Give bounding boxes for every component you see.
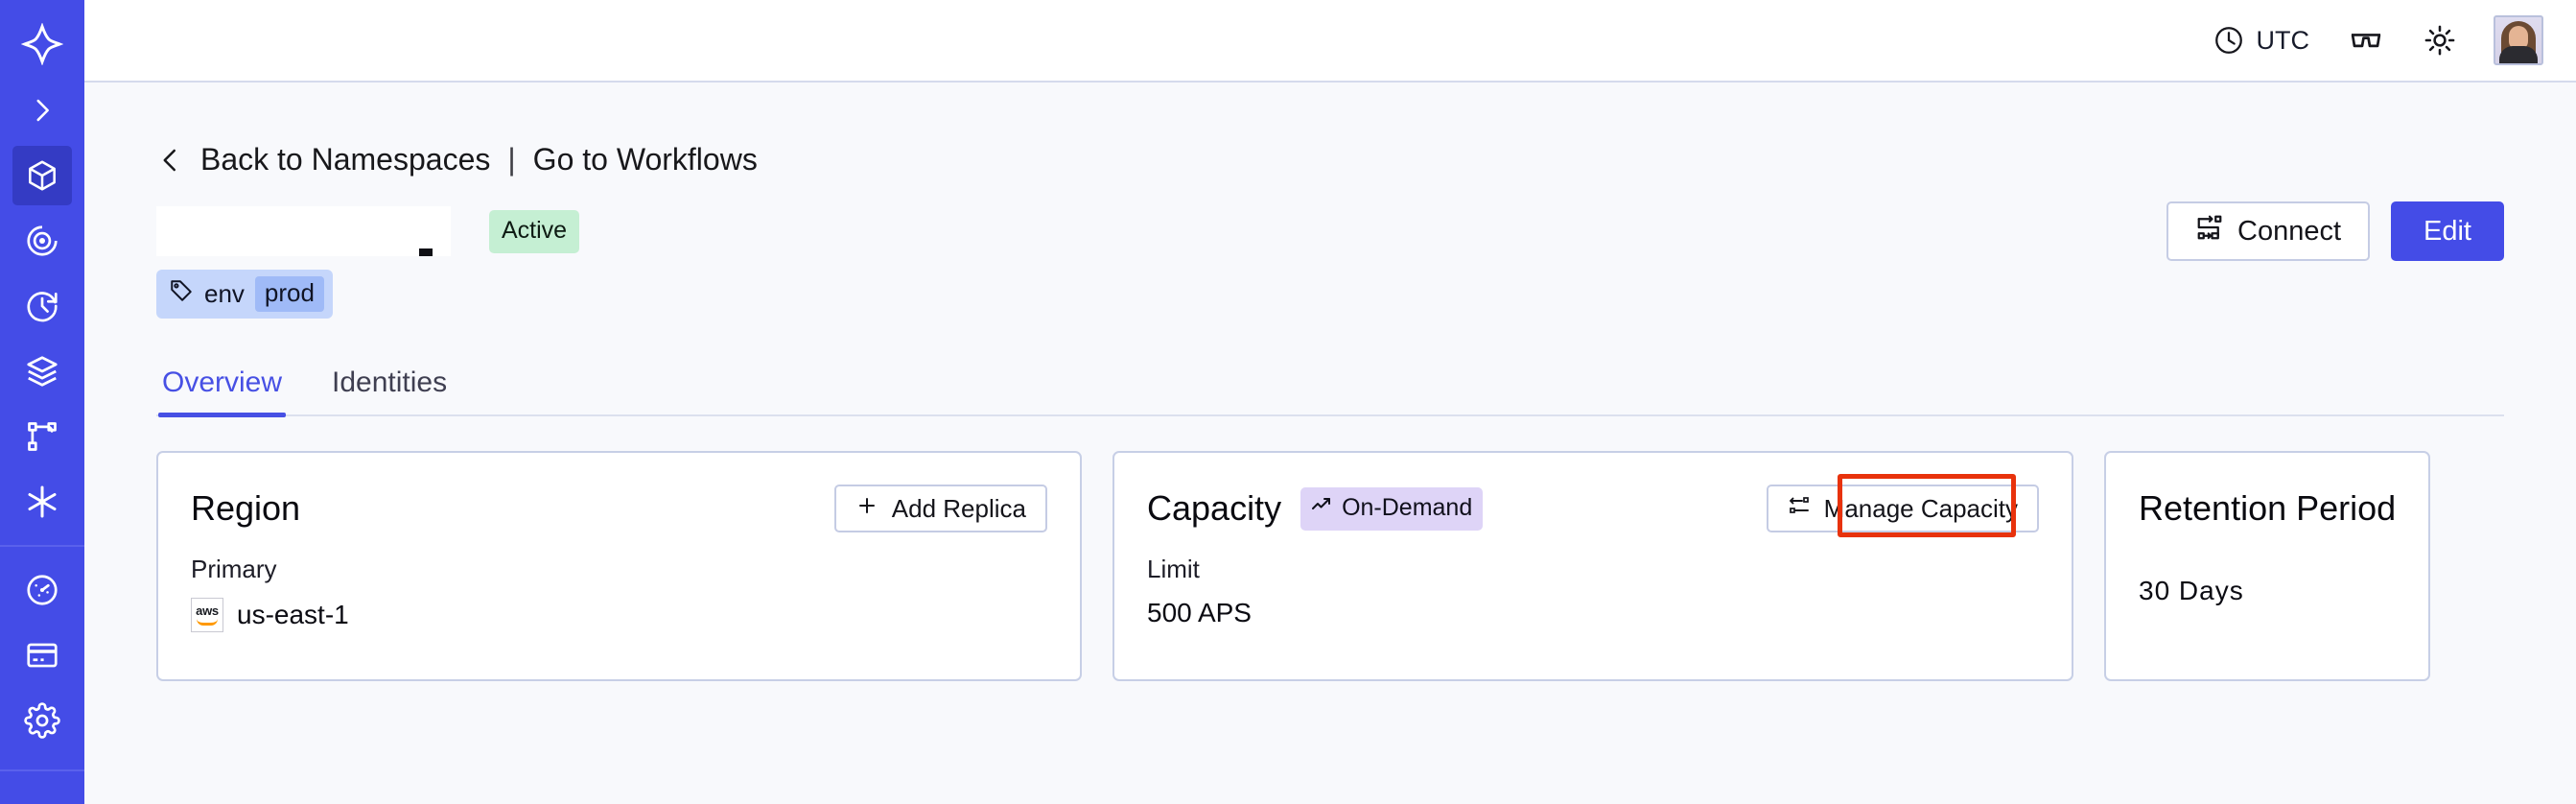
temporal-logo-icon[interactable] (0, 10, 84, 79)
capacity-card-action: Manage Capacity (1766, 485, 2039, 532)
tab-bar: Overview Identities (156, 367, 2504, 417)
region-card: Region Add Replica (156, 451, 1082, 681)
connect-flow-icon (2195, 213, 2224, 249)
tag-icon (169, 278, 194, 310)
sidebar-item-observability[interactable] (12, 211, 72, 271)
sidebar (0, 0, 84, 804)
tag-key: env (204, 279, 245, 308)
tag-value: prod (254, 276, 324, 312)
capacity-card-title: Capacity (1147, 488, 1282, 528)
add-replica-label: Add Replica (891, 493, 1026, 523)
breadcrumb-back-link[interactable]: Back to Namespaces (200, 142, 491, 177)
capacity-mode-label: On-Demand (1342, 493, 1473, 521)
status-badge: Active (489, 209, 580, 253)
connect-button[interactable]: Connect (2166, 201, 2371, 261)
page-content: Back to Namespaces | Go to Workflows Act… (84, 83, 2576, 804)
breadcrumb-workflows-link[interactable]: Go to Workflows (532, 142, 758, 177)
retention-card: Retention Period 30 Days (2104, 451, 2431, 681)
sliders-icon (1788, 494, 1811, 524)
region-primary-value-row: aws us-east-1 (191, 598, 1047, 632)
sidebar-item-namespaces[interactable] (12, 146, 72, 205)
aws-logo-icon: aws (191, 598, 223, 632)
user-avatar[interactable] (2494, 15, 2543, 65)
add-replica-button[interactable]: Add Replica (833, 485, 1047, 532)
topbar: UTC (84, 0, 2576, 83)
main-area: UTC (84, 0, 2576, 804)
region-primary-label: Primary (191, 555, 277, 583)
region-primary-value: us-east-1 (237, 600, 349, 629)
glasses-icon[interactable] (2329, 13, 2403, 67)
timezone-label: UTC (2256, 25, 2310, 55)
capacity-limit-value: 500 APS (1147, 598, 1252, 627)
manage-capacity-label: Manage Capacity (1823, 493, 2018, 523)
edit-button[interactable]: Edit (2391, 201, 2504, 261)
capacity-card: Capacity On-Demand (1112, 451, 2073, 681)
sun-icon[interactable] (2403, 13, 2476, 67)
tab-overview[interactable]: Overview (158, 367, 287, 417)
manage-capacity-button[interactable]: Manage Capacity (1766, 485, 2039, 532)
retention-card-header: Retention Period (2139, 485, 2396, 532)
header-actions: Connect Edit (2166, 201, 2504, 261)
sidebar-item-stacks[interactable] (12, 342, 72, 401)
aws-logo-text: aws (196, 603, 219, 618)
region-card-header: Region Add Replica (191, 485, 1047, 532)
timezone-selector[interactable]: UTC (2193, 13, 2330, 67)
namespace-tag[interactable]: env prod (156, 270, 333, 319)
sidebar-divider-2 (0, 769, 84, 771)
connect-button-label: Connect (2237, 215, 2342, 247)
breadcrumb: Back to Namespaces | Go to Workflows (156, 142, 2504, 177)
sidebar-divider-1 (0, 545, 84, 547)
retention-card-title: Retention Period (2139, 488, 2397, 528)
overview-cards: Region Add Replica (156, 451, 2504, 681)
tab-identities[interactable]: Identities (332, 367, 448, 398)
capacity-card-header: Capacity On-Demand (1147, 485, 2039, 532)
sidebar-item-expand[interactable] (12, 81, 72, 140)
capacity-mode-badge: On-Demand (1300, 486, 1484, 531)
sidebar-item-billing[interactable] (12, 626, 72, 685)
sidebar-item-usage[interactable] (12, 560, 72, 620)
sidebar-item-integrations[interactable] (12, 472, 72, 532)
sidebar-item-schedules[interactable] (12, 276, 72, 336)
region-card-title: Region (191, 488, 301, 528)
avatar-body (2499, 46, 2538, 63)
clock-icon (2213, 24, 2245, 57)
aws-swoosh (197, 619, 218, 626)
edit-button-label: Edit (2424, 215, 2471, 247)
trending-up-icon (1310, 493, 1333, 523)
sidebar-item-settings[interactable] (12, 691, 72, 750)
chevron-left-icon[interactable] (156, 144, 185, 177)
breadcrumb-separator: | (507, 142, 516, 177)
retention-value: 30 Days (2139, 576, 2244, 605)
capacity-limit-label: Limit (1147, 555, 1200, 583)
region-card-action: Add Replica (833, 485, 1047, 532)
tag-row: env prod (156, 270, 2504, 319)
sidebar-item-workflows[interactable] (12, 407, 72, 466)
avatar-face (2509, 26, 2528, 50)
page-title (156, 206, 451, 256)
plus-icon (855, 494, 878, 524)
namespace-header-row: Active Co (156, 201, 2504, 261)
